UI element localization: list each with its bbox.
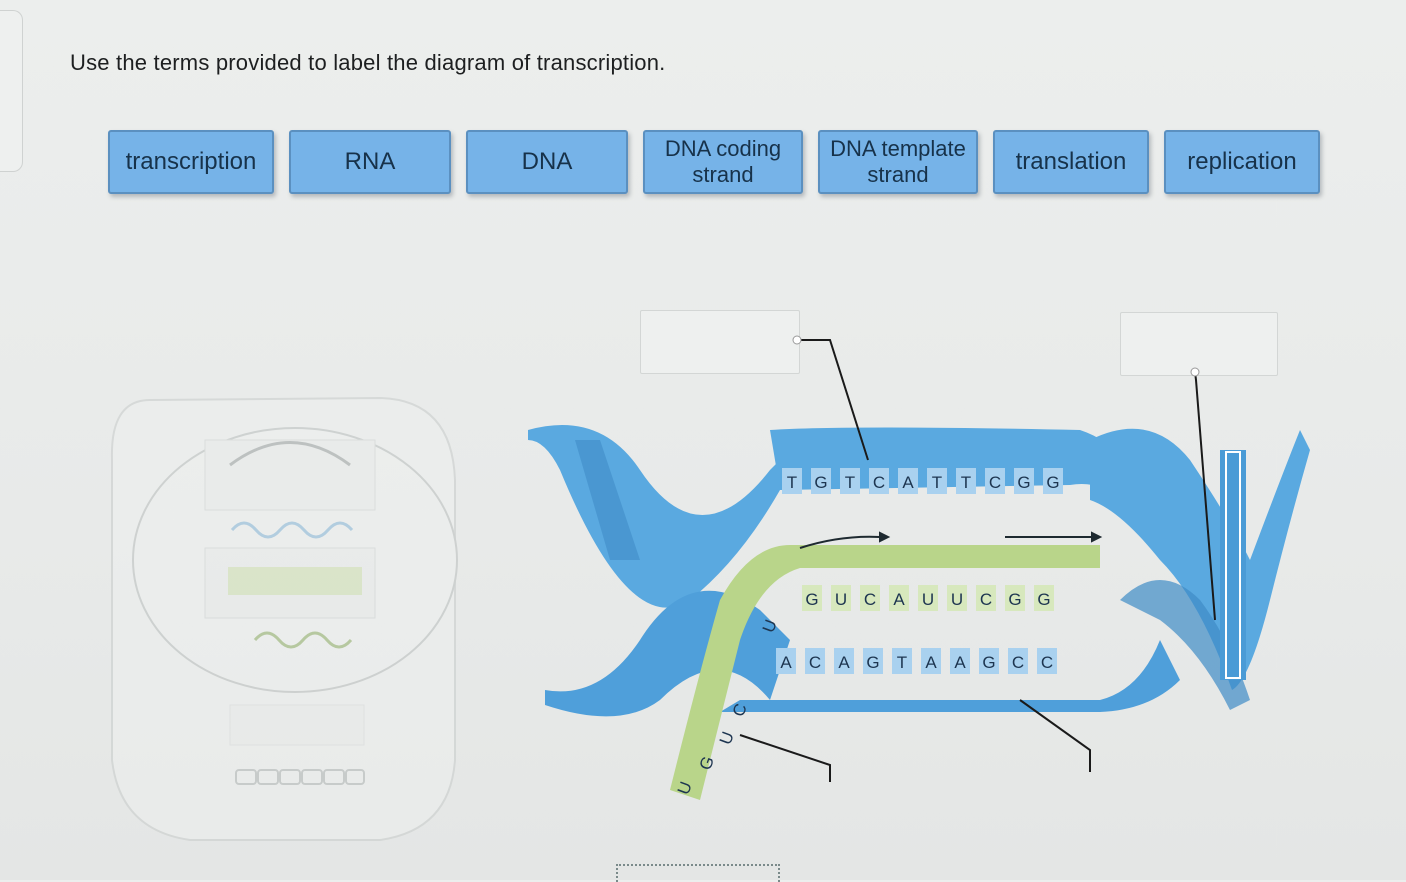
term-dna-template-strand[interactable]: DNA template strand <box>818 130 978 194</box>
base-block <box>802 585 822 611</box>
term-dna-coding-strand[interactable]: DNA coding strand <box>643 130 803 194</box>
base-letter: A <box>893 590 905 609</box>
base-letter: U <box>835 590 847 609</box>
term-label-line2: strand <box>692 162 754 187</box>
base-block <box>863 648 883 674</box>
base-letter: C <box>980 590 992 609</box>
base-block <box>1034 585 1054 611</box>
base-letter: C <box>873 473 885 492</box>
base-block <box>950 648 970 674</box>
base-block <box>947 585 967 611</box>
base-block <box>1005 585 1025 611</box>
drop-zone-bottom-left[interactable] <box>826 782 827 783</box>
base-letter: C <box>864 590 876 609</box>
base-block <box>776 648 796 674</box>
base-block <box>918 585 938 611</box>
base-block <box>892 648 912 674</box>
base-letter: A <box>954 653 966 672</box>
base-block <box>831 585 851 611</box>
base-letter: A <box>925 653 937 672</box>
base-block <box>1037 648 1057 674</box>
cell-overview-icon <box>110 396 458 841</box>
base-letter: U <box>716 729 738 747</box>
base-block <box>985 468 1005 494</box>
base-letter: G <box>1037 590 1050 609</box>
base-letter: G <box>866 653 879 672</box>
base-block <box>1014 468 1034 494</box>
base-block <box>979 648 999 674</box>
base-letter: G <box>814 473 827 492</box>
dna-double-helix <box>528 425 1310 717</box>
base-letter: U <box>759 617 781 635</box>
term-dna[interactable]: DNA <box>466 130 628 194</box>
base-letter: C <box>729 701 751 719</box>
term-replication[interactable]: replication <box>1164 130 1320 194</box>
base-letter: G <box>1017 473 1030 492</box>
base-letter: T <box>961 473 971 492</box>
base-letter: G <box>805 590 818 609</box>
leader-anchor <box>792 335 802 345</box>
direction-arrows <box>799 531 1103 549</box>
base-letter: G <box>1008 590 1021 609</box>
base-letter: G <box>1046 473 1059 492</box>
base-letter: A <box>780 653 792 672</box>
base-block <box>805 648 825 674</box>
base-block <box>1043 468 1063 494</box>
term-label-line1: DNA template <box>830 136 966 161</box>
base-letter: U <box>951 590 963 609</box>
base-letter: G <box>982 653 995 672</box>
base-letter: A <box>902 473 914 492</box>
base-block <box>921 648 941 674</box>
scroll-indicator <box>616 864 780 882</box>
base-letter: C <box>809 653 821 672</box>
base-block <box>889 585 909 611</box>
drop-zone-top-right[interactable] <box>1120 312 1278 376</box>
base-letter: U <box>674 779 696 797</box>
base-block <box>898 468 918 494</box>
base-block <box>869 468 889 494</box>
side-panel-edge <box>0 10 23 172</box>
base-block <box>956 468 976 494</box>
base-letter: T <box>845 473 855 492</box>
base-block <box>811 468 831 494</box>
term-translation[interactable]: translation <box>993 130 1149 194</box>
base-letter: U <box>922 590 934 609</box>
base-letter: C <box>989 473 1001 492</box>
base-block <box>782 468 802 494</box>
term-transcription[interactable]: transcription <box>108 130 274 194</box>
base-letter: G <box>696 754 718 773</box>
base-block <box>927 468 947 494</box>
drop-zone-top-left[interactable] <box>640 310 800 374</box>
base-letter: C <box>1041 653 1053 672</box>
term-rna[interactable]: RNA <box>289 130 451 194</box>
base-letter: A <box>838 653 850 672</box>
term-label-line1: DNA coding <box>664 136 782 161</box>
base-block <box>1008 648 1028 674</box>
base-letter: T <box>897 653 907 672</box>
leader-anchor <box>1190 367 1200 377</box>
base-letter: T <box>932 473 942 492</box>
term-label-line2: strand <box>867 162 929 187</box>
base-block <box>840 468 860 494</box>
base-letter: T <box>787 473 797 492</box>
question-prompt: Use the terms provided to label the diag… <box>70 50 666 75</box>
base-block <box>860 585 880 611</box>
base-block <box>976 585 996 611</box>
base-letter: C <box>1012 653 1024 672</box>
base-block <box>834 648 854 674</box>
